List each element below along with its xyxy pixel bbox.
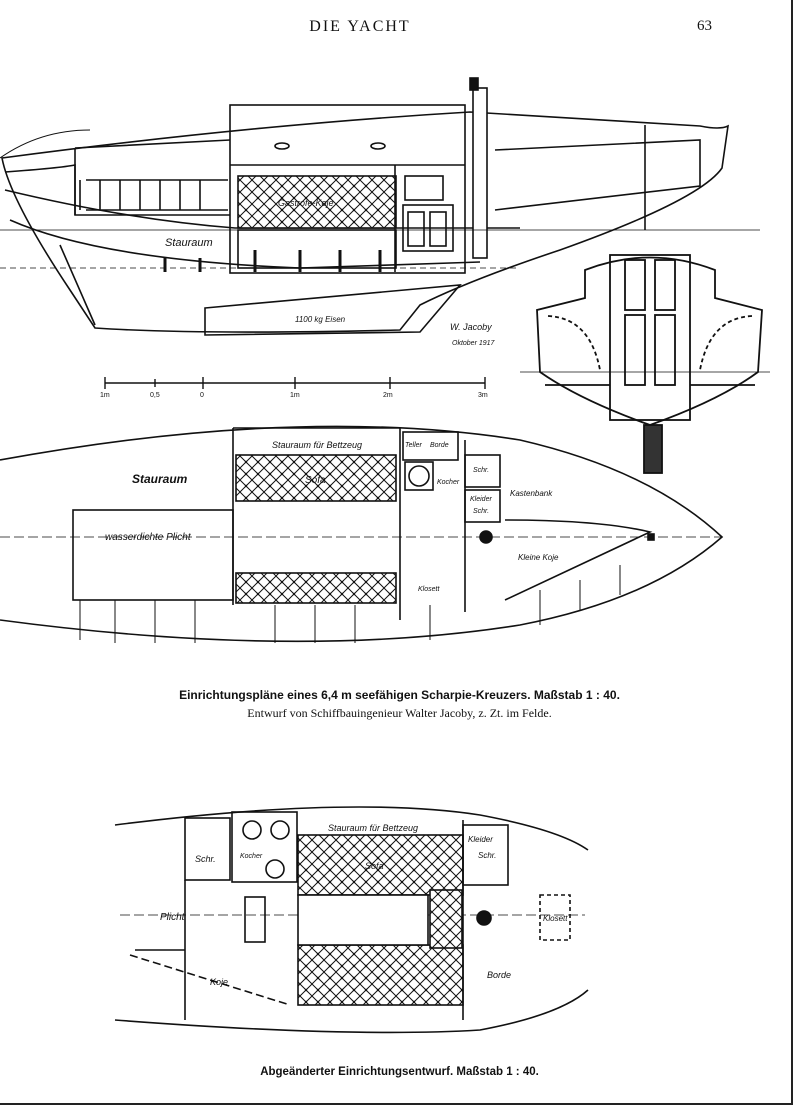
caption-main-title: Einrichtungspläne eines 6,4 m seefähigen… bbox=[179, 688, 531, 702]
caption-main-scale: Maßstab 1 : 40. bbox=[533, 688, 620, 702]
label-stauraum-plan1: Stauraum bbox=[132, 472, 188, 486]
scale-bar bbox=[104, 377, 486, 389]
label-kleider-schr-plan2: Schr. bbox=[478, 851, 496, 860]
label-sofa-plan2: Sofa bbox=[365, 861, 384, 871]
label-ballast: 1100 kg Eisen bbox=[295, 315, 346, 324]
label-kleider-schr-plan1: Schr. bbox=[473, 508, 489, 515]
label-koje-plan2: Koje bbox=[210, 977, 228, 987]
label-plicht-plan2: Plicht bbox=[160, 912, 186, 923]
page-number: 63 bbox=[697, 18, 712, 34]
caption-designer: Entwurf von Schiffbauingenieur Walter Ja… bbox=[247, 706, 552, 720]
label-borde-plan1: Borde bbox=[430, 442, 449, 449]
label-kocher-plan2: Kocher bbox=[240, 853, 263, 860]
label-borde-plan2: Borde bbox=[487, 970, 511, 980]
caption-main: Einrichtungspläne eines 6,4 m seefähigen… bbox=[0, 688, 799, 702]
label-bettzeug-plan1: Stauraum für Bettzeug bbox=[272, 440, 362, 450]
label-gastkoje: Gastrofe-Koje bbox=[278, 198, 334, 208]
label-klosett-plan1: Klosett bbox=[418, 586, 440, 593]
label-sofa-plan1: Sofa bbox=[305, 475, 326, 486]
scale-tick-label: 2m bbox=[383, 392, 393, 399]
label-stauraum-profile: Stauraum bbox=[165, 237, 213, 249]
deck-plan-2 bbox=[114, 806, 589, 1034]
label-schr-plan1: Schr. bbox=[473, 467, 489, 474]
running-title: DIE YACHT bbox=[309, 18, 411, 35]
scale-tick-label: 3m bbox=[478, 392, 488, 399]
label-signature: W. Jacoby bbox=[450, 322, 492, 332]
scale-tick-label: 1m bbox=[100, 392, 110, 399]
scale-tick-label: 0,5 bbox=[150, 392, 160, 399]
label-date: Oktober 1917 bbox=[452, 340, 496, 347]
label-kleider-plan1: Kleider bbox=[470, 496, 492, 503]
label-teller: Teller bbox=[405, 442, 423, 449]
label-kleider-plan2: Kleider bbox=[468, 835, 493, 844]
label-plicht-plan1: wasserdichte Plicht bbox=[105, 532, 192, 543]
label-klosett-plan2: Klosett bbox=[543, 914, 568, 923]
cross-section-drawing bbox=[520, 254, 770, 474]
label-kastenbank: Kastenbank bbox=[510, 489, 553, 498]
scale-tick-label: 0 bbox=[200, 392, 204, 399]
label-schr-plan2: Schr. bbox=[195, 854, 216, 864]
caption-alternative-scale: Maßstab 1 : 40. bbox=[456, 1066, 539, 1078]
scale-tick-label: 1m bbox=[290, 392, 300, 399]
caption-alternative-title: Abgeänderter Einrichtungsentwurf. bbox=[260, 1066, 454, 1078]
label-bettzeug-plan2: Stauraum für Bettzeug bbox=[328, 823, 418, 833]
caption-alternative: Abgeänderter Einrichtungsentwurf. Maßsta… bbox=[0, 1066, 799, 1078]
deck-plan-1 bbox=[0, 425, 724, 643]
label-kleine-koje: Kleine Koje bbox=[518, 553, 559, 562]
side-profile-drawing bbox=[0, 77, 760, 336]
label-kocher-plan1: Kocher bbox=[437, 479, 460, 486]
